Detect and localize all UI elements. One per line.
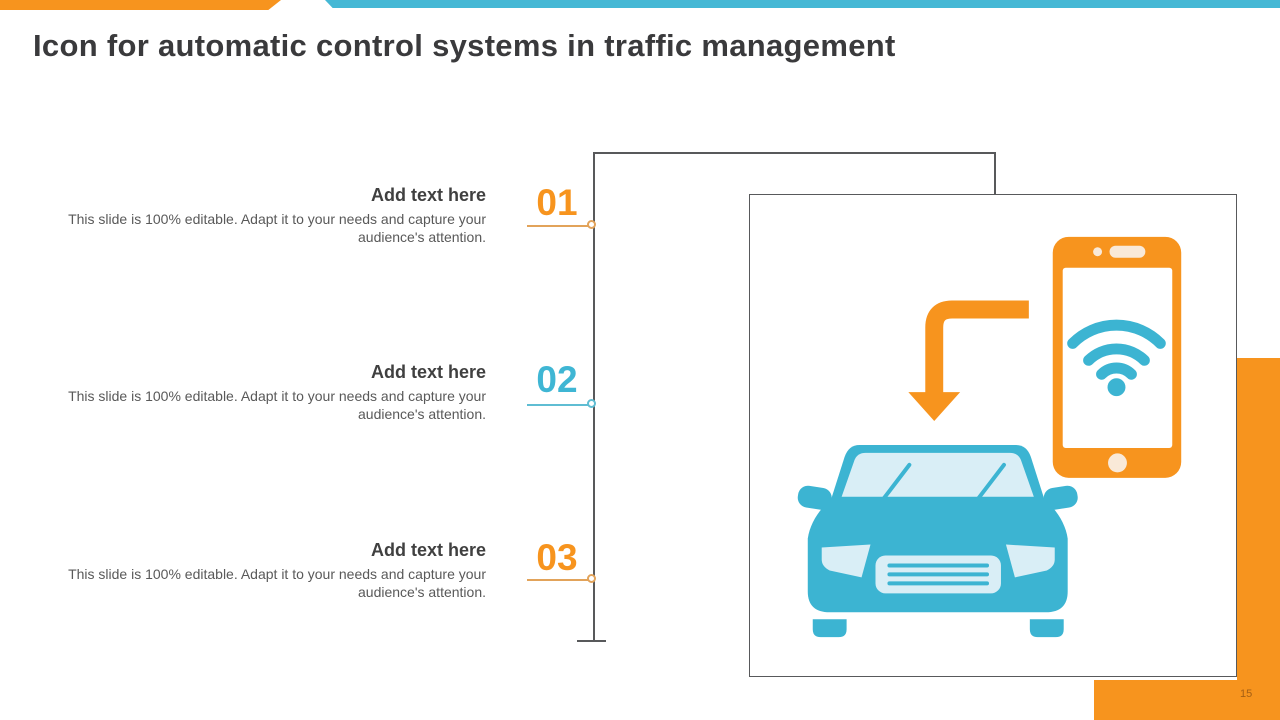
item-1-connector-dot — [587, 220, 596, 229]
top-bar-orange — [0, 0, 281, 10]
illustration-box — [749, 194, 1237, 677]
connected-car-illustration — [797, 236, 1182, 638]
item-2-connector-dot — [587, 399, 596, 408]
item-1-number: 01 — [536, 182, 578, 223]
wifi-dot — [1107, 378, 1126, 397]
item-1-body: This slide is 100% editable. Adapt it to… — [68, 211, 486, 245]
item-2-connector-line — [527, 404, 588, 406]
curved-arrow-icon — [908, 300, 1029, 422]
top-bar-teal — [325, 0, 1280, 8]
spine-foot-cap — [577, 640, 606, 642]
text-item-3: Add text here This slide is 100% editabl… — [46, 539, 486, 601]
vertical-spine-line — [593, 152, 595, 640]
right-orange-band — [1237, 358, 1280, 720]
item-3-connector-dot — [587, 574, 596, 583]
wifi-icon — [1067, 319, 1166, 380]
top-horizontal-line — [593, 152, 995, 154]
item-1-heading: Add text here — [370, 185, 486, 205]
bottom-orange-band — [1094, 680, 1280, 720]
text-item-2: Add text here This slide is 100% editabl… — [46, 361, 486, 423]
item-2-number: 02 — [536, 359, 578, 400]
item-2-heading: Add text here — [370, 362, 486, 382]
box-drop-line — [994, 152, 996, 195]
page-number: 15 — [1240, 688, 1253, 700]
item-3-number: 03 — [536, 537, 578, 578]
item-1-connector-line — [527, 225, 588, 227]
car-icon — [797, 444, 1078, 638]
item-2-body: This slide is 100% editable. Adapt it to… — [68, 388, 486, 422]
item-3-heading: Add text here — [370, 540, 486, 560]
page-title: Icon for automatic control systems in tr… — [33, 28, 896, 63]
item-3-connector-line — [527, 579, 588, 581]
item-3-body: This slide is 100% editable. Adapt it to… — [68, 566, 486, 600]
text-item-1: Add text here This slide is 100% editabl… — [46, 184, 486, 246]
smartphone-icon — [1052, 236, 1182, 478]
